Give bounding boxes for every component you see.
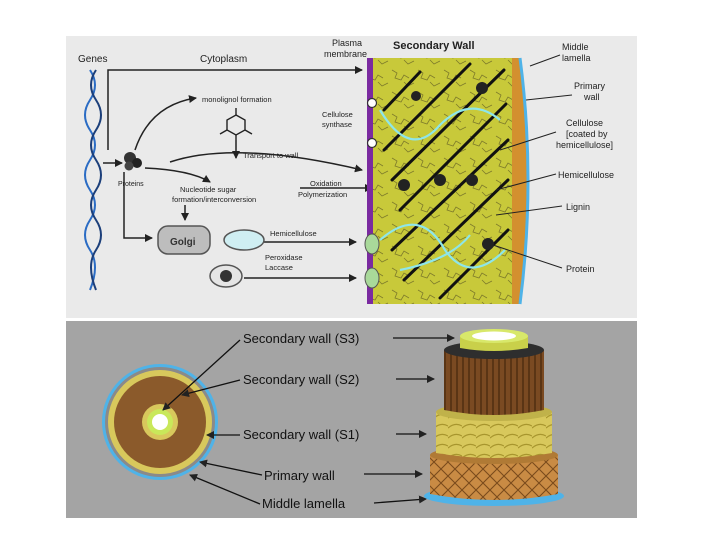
cytoplasm-label: Cytoplasm <box>200 54 247 65</box>
leader-primary-wall <box>525 94 573 101</box>
protein-label: Protein <box>566 264 595 274</box>
golgi-body <box>157 225 211 255</box>
peroxidase-label-1: Peroxidase <box>265 253 303 262</box>
wall-protein-icons <box>398 82 494 250</box>
pointer-s3-left <box>162 339 241 411</box>
golgi-label: Golgi <box>170 237 196 248</box>
plasma-label-1: Plasma <box>332 38 362 48</box>
primary-wall-layer <box>512 58 527 304</box>
pointer-s2-left <box>181 379 241 398</box>
arrow-to-membrane <box>169 151 363 173</box>
peroxidase-fusion-vesicle <box>364 267 380 289</box>
nucleotide-label-1: Nucleotide sugar <box>180 185 237 194</box>
cellulose-synthase-label-1: Cellulose <box>322 110 353 119</box>
arrow-to-monolignol <box>134 95 197 151</box>
hemicellulose-vesicle <box>223 229 265 251</box>
leader-cellulose <box>499 131 557 151</box>
nucleotide-label-2: formation/interconversion <box>172 195 256 204</box>
leader-middle-lamella <box>529 54 561 67</box>
monolignol-ring-icon <box>219 108 253 140</box>
pointer-primary-left <box>199 459 263 476</box>
primary-wall-label-1: Primary <box>574 81 605 91</box>
s3-label: Secondary wall (S3) <box>243 331 359 346</box>
pointer-lamella-right <box>373 495 427 504</box>
arrow-genes-to-cytoplasm <box>107 66 363 150</box>
s1-label: Secondary wall (S1) <box>243 427 359 442</box>
secondary-wall-title: Secondary Wall <box>393 40 475 52</box>
leader-hemicellulose <box>495 173 557 191</box>
arrow-to-golgi <box>123 172 153 242</box>
hemicellulose-label: Hemicellulose <box>558 170 614 180</box>
middle-lamella-bottom-label: Middle lamella <box>262 496 346 511</box>
peroxidase-protein-icon <box>220 270 232 282</box>
lignin-label: Lignin <box>566 202 590 212</box>
hemicellulose-fusion-vesicle <box>364 233 380 255</box>
dna-helix-icon <box>84 69 102 291</box>
primary-wall-bottom-label: Primary wall <box>264 468 335 483</box>
peroxidase-label-2: Laccase <box>265 263 293 272</box>
primary-wall-label-2: wall <box>583 92 600 102</box>
cellulose-synthase-label-2: synthase <box>322 120 352 129</box>
proteins-label: Proteins <box>118 181 144 188</box>
cellulose-label-1: Cellulose <box>566 118 603 128</box>
top-panel-background <box>66 36 637 318</box>
cellulose-label-2: [coated by <box>566 129 608 139</box>
hemicellulose-strands <box>379 107 506 272</box>
middle-lamella-label-2: lamella <box>562 53 591 63</box>
cellulose-label-3: hemicellulose] <box>556 140 613 150</box>
transport-label: Transport to wall <box>243 151 298 160</box>
monolignol-label: monolignol formation <box>202 95 272 104</box>
middle-lamella-label-1: Middle <box>562 42 589 52</box>
pointer-lamella-left <box>189 473 261 505</box>
plasma-membrane <box>367 58 373 304</box>
s2-label: Secondary wall (S2) <box>243 372 359 387</box>
oxidation-label-2: Polymerization <box>298 190 347 199</box>
proteins-icon <box>124 152 142 171</box>
hemicellulose-vesicle-label: Hemicellulose <box>270 229 317 238</box>
leader-lignin <box>495 205 563 216</box>
oxidation-label-1: Oxidation <box>310 179 342 188</box>
middle-lamella-layer <box>518 57 530 305</box>
leader-protein <box>489 243 563 269</box>
layered-cylinder <box>424 329 564 506</box>
arrow-to-nucleotide <box>144 167 211 183</box>
plasma-label-2: membrane <box>324 49 367 59</box>
genes-label: Genes <box>78 54 107 65</box>
cellulose-synthase-icon <box>366 97 378 149</box>
